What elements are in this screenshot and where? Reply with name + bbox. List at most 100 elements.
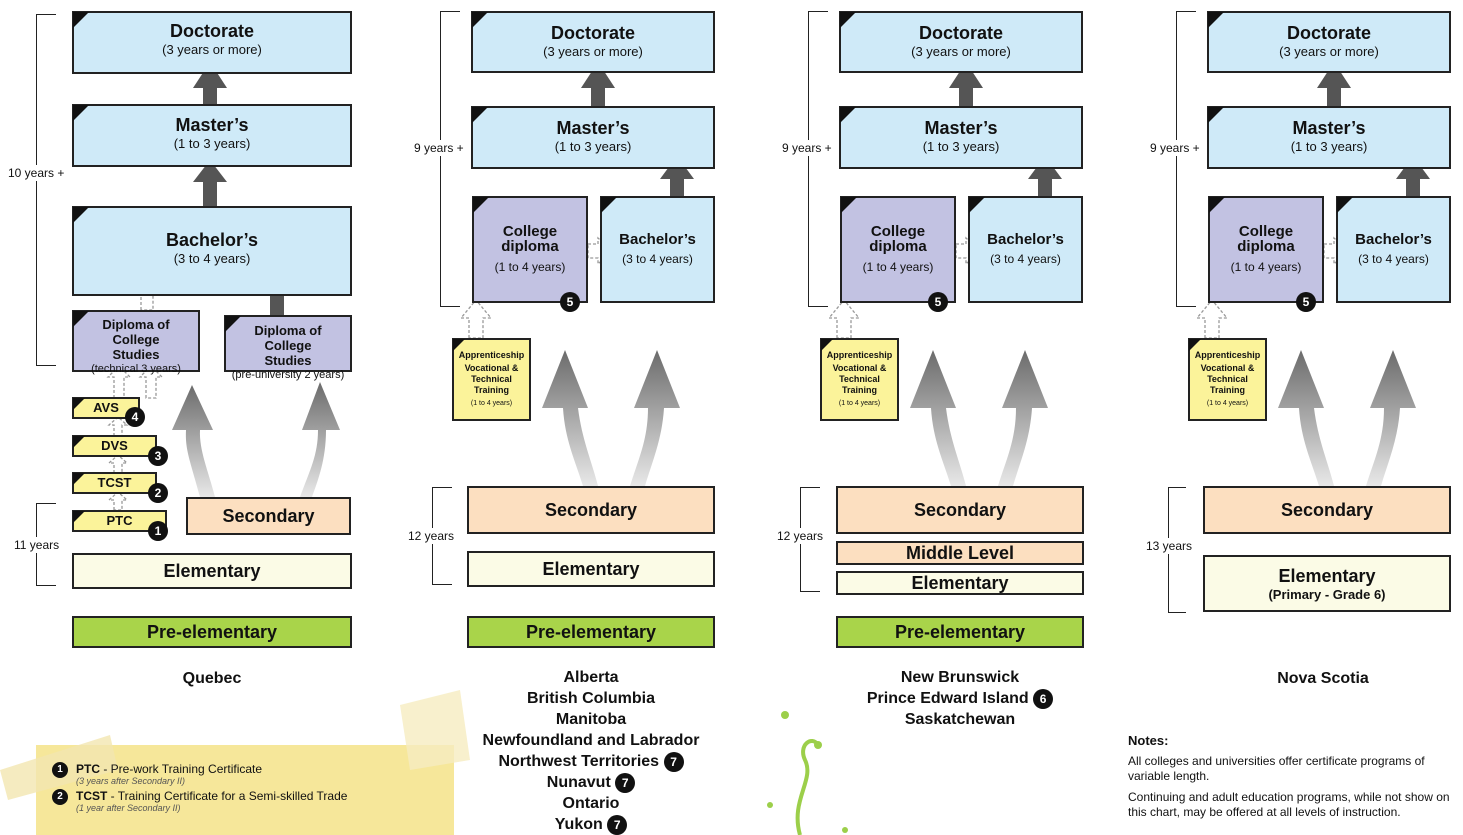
level-title: Secondary [222,506,315,526]
level-duration: (1 to 3 years) [922,139,1000,154]
secondary-box: Secondary [1203,486,1451,534]
bracket-label: 9 years + [1148,140,1202,156]
pre-elementary-box: Pre-elementary [72,616,352,648]
province-name: Saskatchewan [904,711,1016,728]
province-name: Yukon [554,816,603,833]
level-duration: (technical 3 years) [91,363,181,375]
level-title: Elementary [1278,566,1376,586]
notes-heading: Notes: [1128,733,1169,748]
level-title: Master’s [1292,118,1366,138]
badge-5: 5 [1296,292,1316,312]
level-body: Vocational & Technical Training [464,363,519,395]
province-name-with-badge: Northwest Territories 7 [462,751,720,772]
level-duration: (3 years or more) [1279,44,1379,59]
level-title: Middle Level [905,543,1015,563]
level-title: Pre-elementary [525,622,657,642]
bachelors-box: Bachelor’s(3 to 4 years) [1336,196,1451,303]
badge-5: 5 [560,292,580,312]
province-name: Nunavut [546,774,611,791]
legend: 1 PTC - Pre-work Training Certificate (3… [52,762,452,813]
level-title: Bachelor’s [1355,231,1432,248]
legend-text: - Pre-work Training Certificate [100,762,263,776]
sweep-arrow [1366,350,1416,486]
elementary-box: Elementary [72,553,352,589]
arrow-up [949,62,983,88]
tcst-box: TCST [72,472,157,494]
level-duration: (3 to 4 years) [990,252,1061,266]
middle-level-box: Middle Level [836,541,1084,565]
arrow-up [581,62,615,88]
level-duration: (1 to 4 years) [862,260,934,274]
level-title: College diploma [501,223,559,255]
vine-decoration [767,711,848,835]
secondary-box: Secondary [836,486,1084,534]
sweep-arrow [172,382,340,497]
legend-badge: 1 [52,762,68,778]
level-title: College diploma [869,223,927,255]
level-duration: (1 to 4 years) [1206,400,1249,407]
province-name: Nova Scotia [1277,670,1369,687]
arrow-up [591,85,605,107]
level-duration: (3 years or more) [911,44,1011,59]
secondary-box: Secondary [467,486,715,534]
province-name-with-badge: Yukon 7 [462,814,720,835]
level-duration: (1 to 3 years) [1290,139,1368,154]
level-title: Doctorate [169,21,254,41]
notes-paragraph: All colleges and universities offer cert… [1128,754,1425,783]
dcs-preuniversity-box: Diploma of College Studies (pre-universi… [224,315,352,381]
secondary-box: Secondary [186,497,351,535]
college-diploma-box: College diploma(1 to 4 years) [1208,196,1324,303]
province-name-with-badge: Prince Edward Island 6 [840,688,1080,709]
pre-elementary-box: Pre-elementary [467,616,715,648]
notes-paragraph: Continuing and adult education programs,… [1128,790,1450,819]
level-duration: (1 to 3 years) [173,136,251,151]
province-name: Northwest Territories [498,753,660,770]
level-duration: (1 to 4 years) [470,400,513,407]
badge-6: 6 [1033,688,1054,709]
level-title: Elementary [163,561,261,581]
level-title: Bachelor’s [619,231,696,248]
bracket-upper [1176,11,1196,307]
level-duration: (pre-university 2 years) [231,369,345,381]
level-duration: (3 to 4 years) [622,252,693,266]
level-title: Doctorate [550,23,635,43]
level-title: Pre-elementary [894,622,1026,642]
avs-box: AVS [72,397,140,419]
level-title: Apprenticeship [458,350,525,360]
masters-box: Master’s(1 to 3 years) [839,106,1083,169]
level-title: Apprenticeship [826,350,893,360]
level-duration: (1 to 3 years) [554,139,632,154]
pre-elementary-box: Pre-elementary [836,616,1084,648]
level-duration: (3 years or more) [162,42,262,57]
level-title: Elementary [911,573,1009,593]
doctorate-box: Doctorate(3 years or more) [839,11,1083,73]
dashed-arrow [827,298,861,339]
elementary-box: Elementary [467,551,715,587]
badge-7: 7 [615,772,636,793]
masters-box: Master’s(1 to 3 years) [1207,106,1451,169]
bracket-label: 11 years [12,537,62,553]
level-title: Master’s [556,118,630,138]
level-duration: (3 to 4 years) [173,251,251,266]
dvs-box: DVS [72,435,157,457]
level-title: Diploma of College Studies [102,317,170,362]
notes: Notes: All colleges and universities off… [1128,733,1463,820]
arrow-up [959,85,973,107]
bracket-upper [440,11,460,307]
level-title: Doctorate [918,23,1003,43]
masters-box: Master’s(1 to 3 years) [471,106,715,169]
badge-3: 3 [148,446,168,466]
level-title: PTC [106,513,133,528]
level-title: Secondary [1280,500,1374,520]
level-duration: (1 to 4 years) [494,260,566,274]
province-name: British Columbia [526,690,655,707]
level-duration: (Primary - Grade 6) [1268,587,1386,602]
doctorate-box: Doctorate(3 years or more) [1207,11,1451,73]
doctorate-box: Doctorate(3 years or more) [471,11,715,73]
sticky-note [0,690,470,835]
province-name: Quebec [182,670,242,687]
legend-sub: (1 year after Secondary II) [76,803,181,813]
level-title: DVS [101,438,128,453]
